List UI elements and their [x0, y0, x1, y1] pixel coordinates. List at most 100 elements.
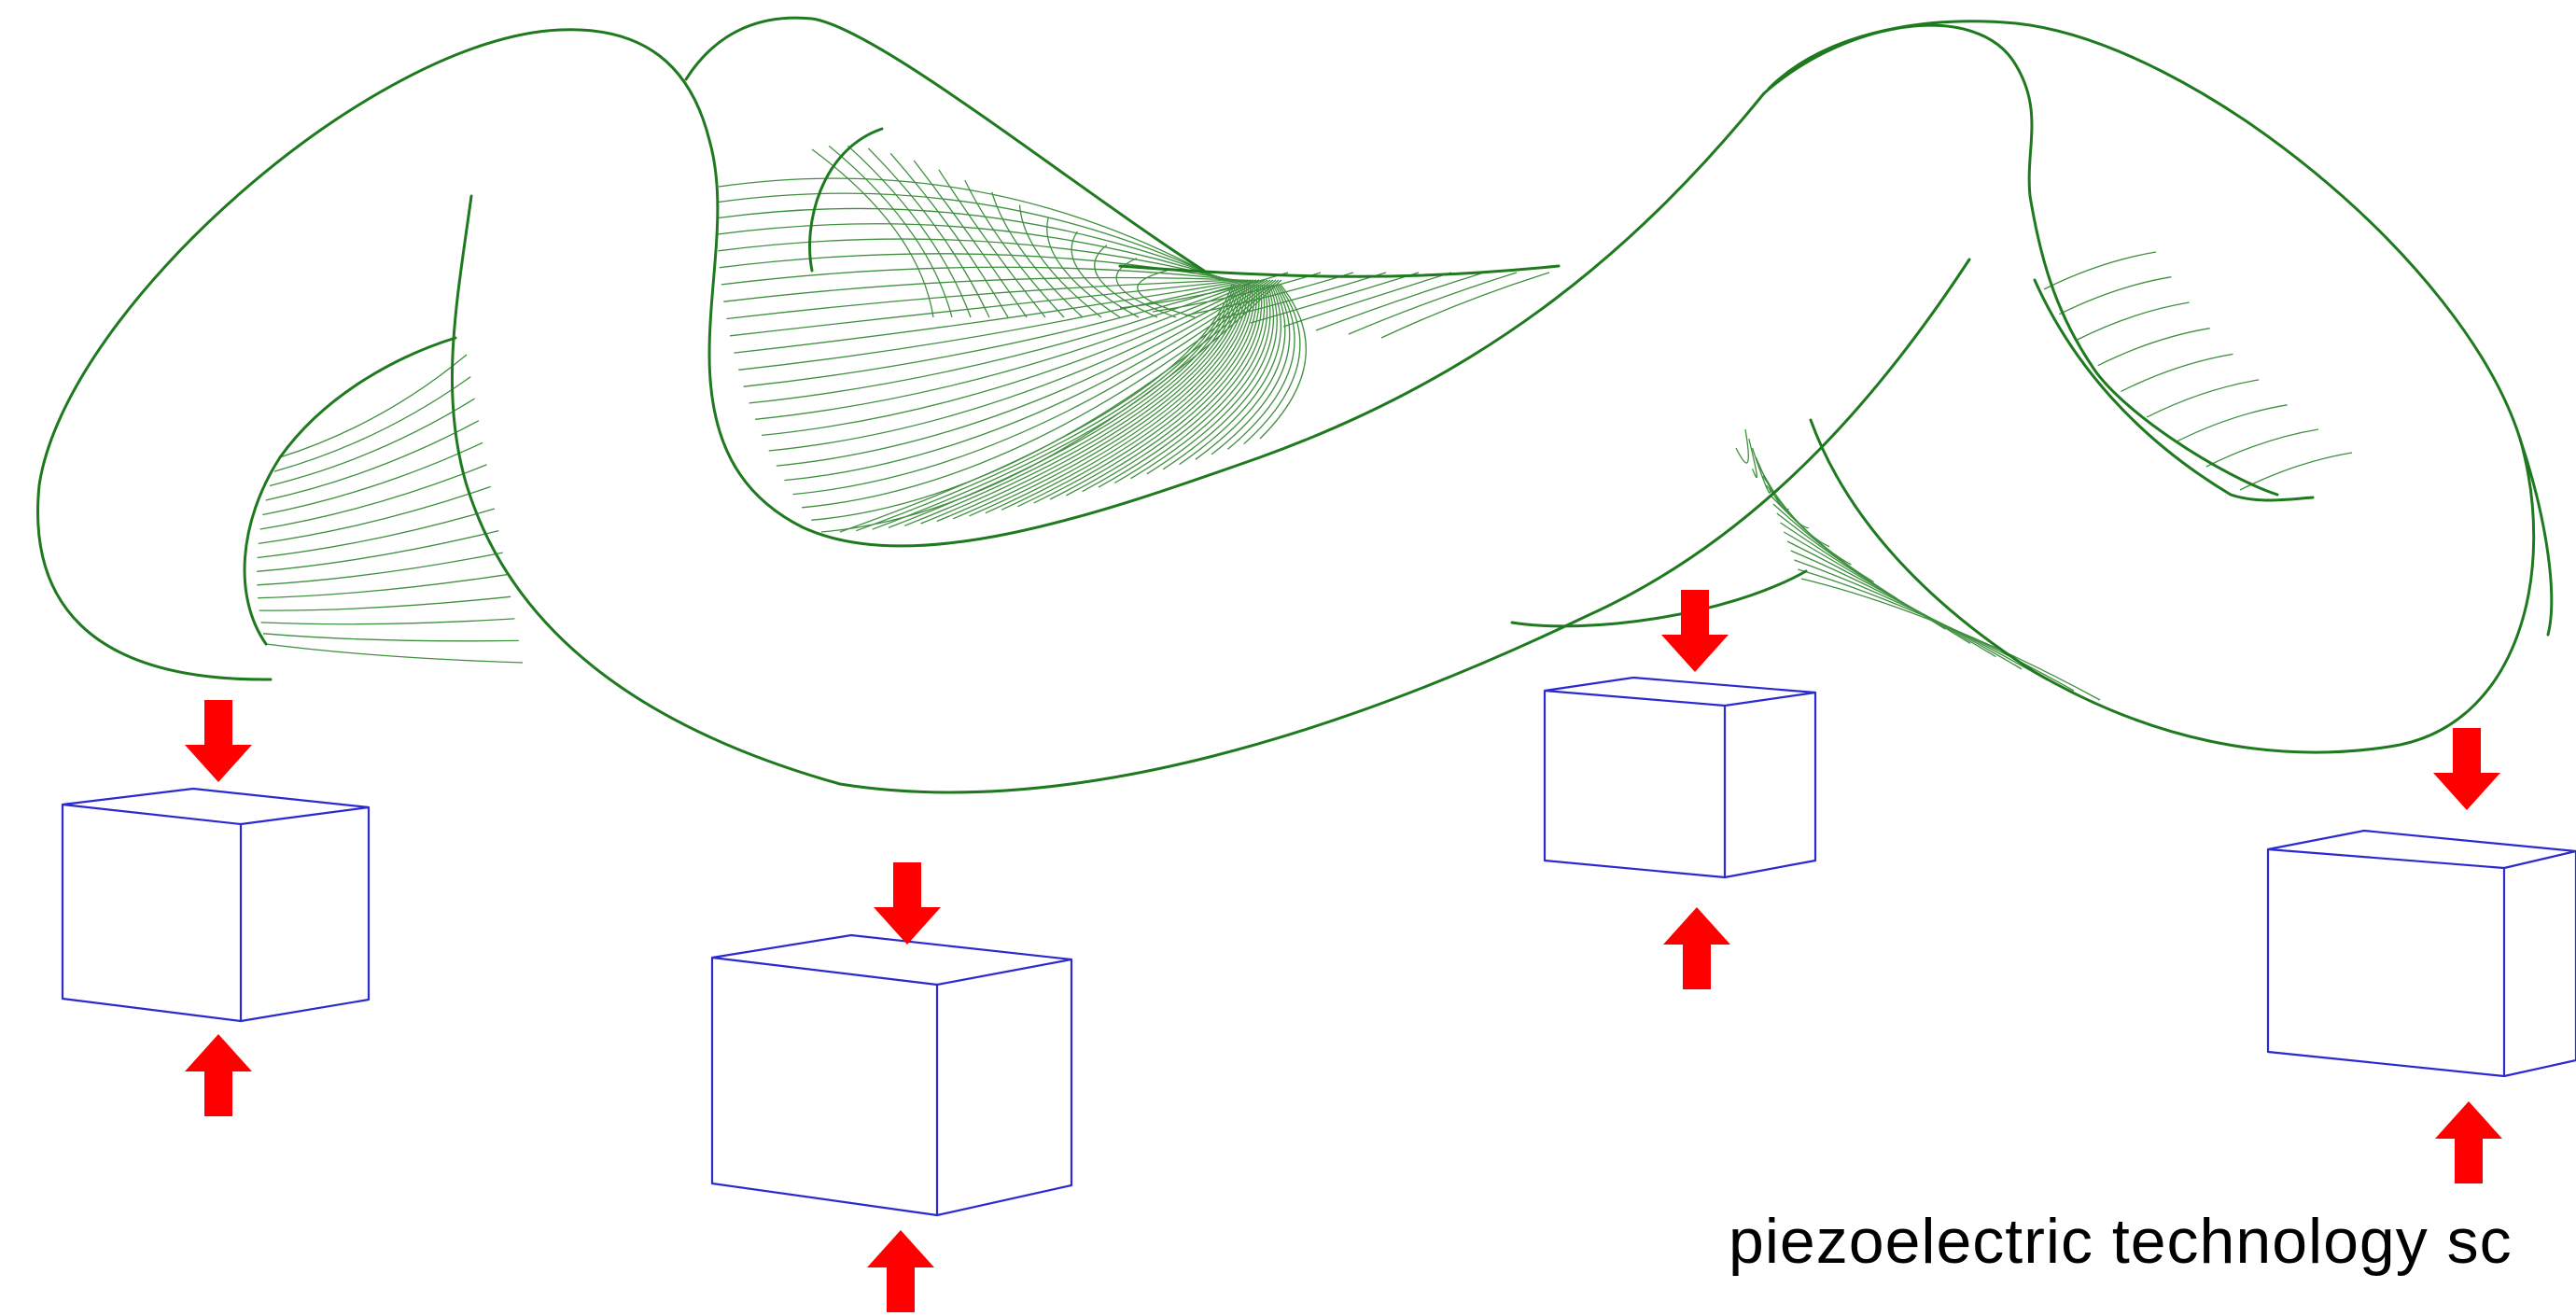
- ribbon-top-hump: [684, 16, 1206, 273]
- hatch-line: [279, 354, 468, 458]
- hatch-line: [257, 529, 499, 572]
- hatch-line: [839, 284, 1233, 533]
- hatch-line: [2146, 379, 2260, 418]
- hatch-line: [1049, 284, 1258, 500]
- hatch-line: [969, 284, 1248, 517]
- ribbon-outer-left-loop: [36, 23, 2279, 681]
- ribbon-central-ridge: [1118, 264, 1561, 278]
- up-arrow-icon: [867, 1230, 934, 1312]
- diagram-caption: piezoelectric technology sc: [1729, 1206, 2513, 1277]
- hatch-line: [985, 284, 1250, 514]
- hatch-line: [1783, 531, 1971, 644]
- hatch-line: [1001, 284, 1252, 511]
- hatch-line: [920, 284, 1242, 525]
- down-arrow-icon: [874, 862, 941, 945]
- hatch-line: [776, 279, 1268, 467]
- hatch-line: [784, 279, 1271, 482]
- hatch-line: [1113, 284, 1268, 484]
- hatch-line: [1226, 284, 1295, 450]
- piezo-block-1: [61, 787, 371, 1023]
- hatch-line: [265, 420, 480, 501]
- hatch-line: [1162, 284, 1278, 470]
- hatch-line: [1046, 217, 1121, 318]
- hatch-line: [991, 191, 1084, 318]
- ribbon-right-tail: [2033, 278, 2315, 502]
- hatch-line: [1146, 284, 1275, 475]
- hatch-line: [1211, 284, 1291, 455]
- hatch-line: [2121, 353, 2233, 392]
- hatch-line: [1179, 284, 1282, 466]
- hatch-line: [1250, 272, 1420, 324]
- hatch-line: [1033, 284, 1255, 504]
- hatch-line: [259, 595, 511, 611]
- hatch-line: [1735, 428, 1749, 464]
- hatch-line: [258, 485, 491, 545]
- hatch-line: [1259, 284, 1307, 440]
- twisted-ribbon-sculpture: [36, 16, 2554, 794]
- piezo-block-3-outline: [1543, 676, 1817, 879]
- piezo-block-2-outline: [710, 933, 1073, 1217]
- hatch-line: [856, 284, 1235, 532]
- hatch-line: [743, 279, 1254, 387]
- down-arrow-icon: [1661, 590, 1729, 672]
- hatch-line: [258, 574, 507, 599]
- hatch-line: [1098, 284, 1266, 488]
- ribbon-hatching: [257, 145, 2353, 701]
- piezo-blocks: [61, 676, 2576, 1217]
- hatch-line: [257, 508, 496, 559]
- hatch-line: [1119, 272, 1289, 309]
- hatch-line: [952, 284, 1246, 520]
- hatch-line: [718, 177, 1221, 281]
- hatch-line: [721, 266, 1238, 286]
- hatch-line: [273, 376, 471, 472]
- hatch-line: [259, 464, 487, 530]
- ribbon-right-edge: [2518, 437, 2554, 637]
- hatch-line: [1315, 272, 1485, 331]
- hatch-line: [1798, 568, 2075, 692]
- hatch-line: [792, 279, 1274, 496]
- hatch-line: [847, 145, 972, 318]
- hatch-line: [1348, 272, 1518, 335]
- ribbon-inner-hump: [808, 127, 884, 273]
- hatch-line: [717, 223, 1229, 281]
- ribbon-left-strand: [450, 194, 1971, 794]
- hatch-line: [2239, 452, 2353, 491]
- piezo-block-1-outline: [61, 787, 371, 1023]
- hatch-line: [262, 441, 483, 516]
- piezo-block-4: [2266, 829, 2576, 1078]
- hatch-line: [723, 276, 1240, 302]
- hatch-line: [828, 145, 953, 318]
- hatch-line: [1137, 270, 1196, 318]
- hatch-line: [2205, 428, 2319, 468]
- hatch-line: [1065, 284, 1260, 497]
- hatch-line: [1071, 231, 1140, 318]
- hatch-line: [2043, 251, 2157, 290]
- hatch-line: [1282, 272, 1452, 328]
- hatch-line: [1094, 245, 1158, 318]
- hatch-line: [1082, 284, 1263, 493]
- hatch-line: [1786, 540, 1996, 658]
- ribbon-central-underside: [1510, 569, 1808, 628]
- hatch-line: [768, 279, 1266, 452]
- hatch-line: [726, 279, 1243, 320]
- hatch-line: [1018, 204, 1102, 318]
- force-arrows: [185, 590, 2502, 1312]
- ribbon-right-loop: [1767, 20, 2536, 754]
- hatch-line: [1790, 550, 2023, 670]
- hatch-line: [913, 160, 1028, 318]
- hatch-line: [260, 618, 515, 625]
- hatch-line: [265, 643, 524, 664]
- hatch-line: [1769, 494, 1874, 583]
- hatch-line: [257, 552, 503, 586]
- up-arrow-icon: [2435, 1101, 2502, 1183]
- hatch-line: [1380, 272, 1550, 339]
- down-arrow-icon: [185, 700, 252, 782]
- up-arrow-icon: [185, 1034, 252, 1116]
- hatch-line: [867, 147, 990, 318]
- hatch-line: [1748, 438, 1758, 479]
- hatch-line: [1800, 578, 2101, 701]
- hatch-line: [1115, 258, 1177, 318]
- ribbon-left-underside: [243, 336, 457, 646]
- hatch-line: [936, 284, 1244, 523]
- up-arrow-icon: [1663, 907, 1730, 989]
